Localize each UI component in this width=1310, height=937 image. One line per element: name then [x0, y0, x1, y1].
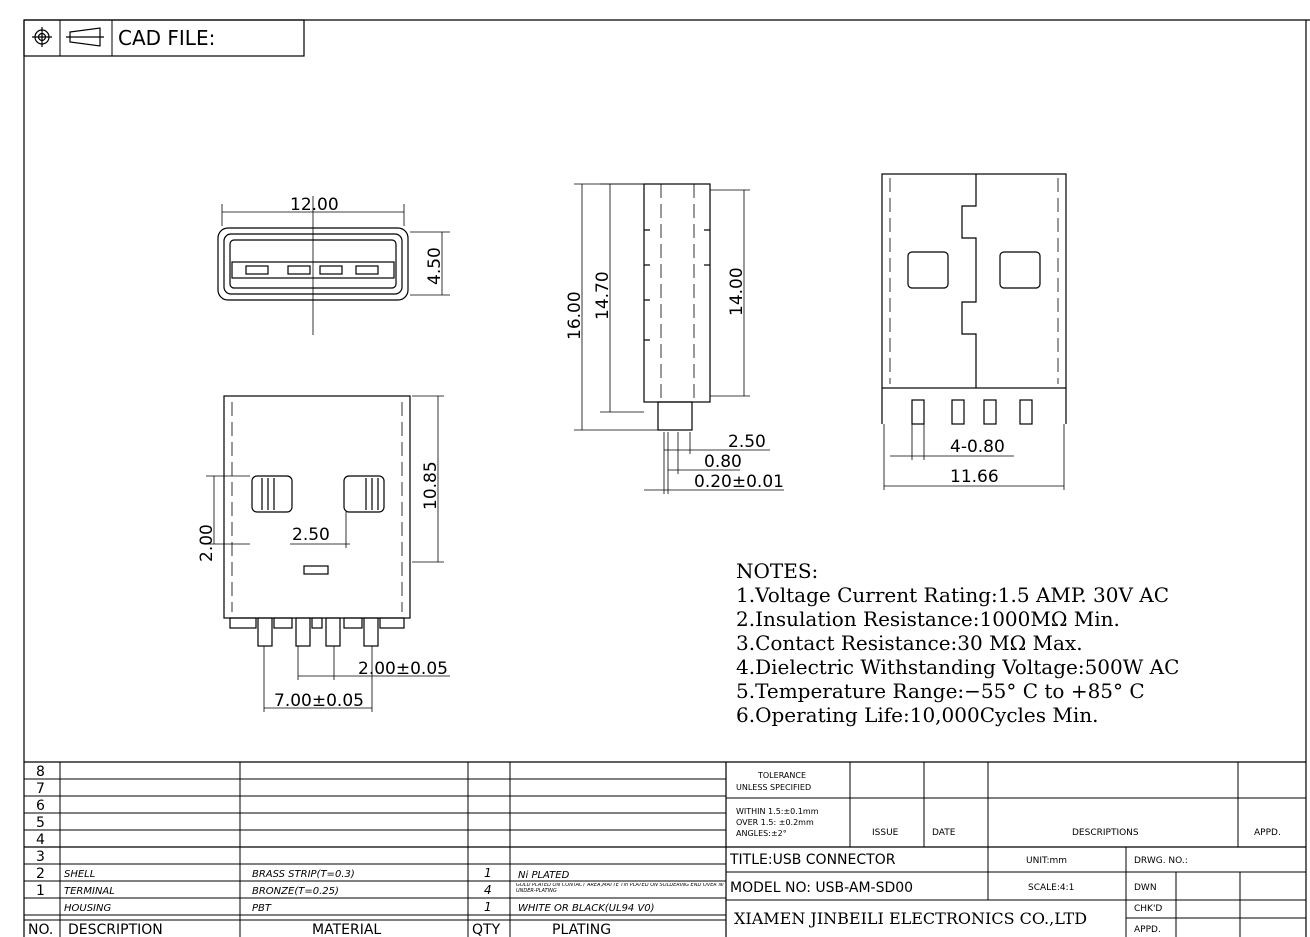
bom-material: BRONZE(T=0.25) — [252, 886, 339, 897]
scale-label: SCALE:4:1 — [1028, 883, 1074, 893]
tolerance-angles: ANGLES:±2° — [736, 829, 787, 838]
top-view — [206, 395, 450, 712]
bom-description: SHELL — [64, 869, 95, 880]
bom-qty: 1 — [484, 900, 492, 914]
tolerance-label: UNLESS SPECIFIED — [736, 783, 811, 792]
bom-no: 3 — [36, 849, 45, 865]
cad-file-header: CAD FILE: — [23, 19, 305, 57]
note-item: 2.Insulation Resistance:1000MΩ Min. — [736, 607, 1120, 631]
bom-material: PBT — [252, 903, 272, 914]
chkd-label: CHK'D — [1134, 904, 1162, 914]
pin-span-dimension: 7.00±0.05 — [274, 691, 364, 711]
top-height-dimension: 10.85 — [421, 461, 441, 510]
crosshair-circle-icon — [32, 27, 52, 47]
bom-header-qty: QTY — [472, 922, 501, 937]
drawing-number-label: DRWG. NO.: — [1134, 856, 1188, 866]
bom-header-description: DESCRIPTION — [68, 922, 163, 937]
side-shell-dimension: 14.00 — [727, 267, 747, 316]
notes-title: NOTES: — [736, 559, 818, 583]
note-item: 5.Temperature Range:−55° C to +85° C — [736, 679, 1145, 703]
notes-block: NOTES: 1.Voltage Current Rating:1.5 AMP.… — [736, 559, 1179, 727]
bom-no: 5 — [36, 815, 45, 831]
front-height-dimension: 4.50 — [425, 247, 445, 285]
unit-label: UNIT:mm — [1026, 856, 1067, 866]
bom-no: 4 — [36, 832, 45, 848]
descriptions-header: DESCRIPTIONS — [1072, 828, 1139, 838]
bom-no: 2 — [36, 866, 45, 882]
bom-rows: 8 7 6 5 4 3 2 1 SHELL TERMINAL HOUSING B… — [28, 764, 724, 937]
tolerance-label: TOLERANCE — [757, 771, 806, 780]
bom-header-plating: PLATING — [552, 922, 611, 937]
tolerance-over: OVER 1.5: ±0.2mm — [736, 818, 814, 827]
model-number: MODEL NO: USB-AM-SD00 — [730, 880, 913, 896]
right-view — [881, 173, 1067, 490]
date-header: DATE — [932, 828, 956, 838]
dwn-label: DWN — [1134, 883, 1157, 893]
side-pin-thickness-dimension: 0.20±0.01 — [694, 472, 784, 492]
bom-description: TERMINAL — [64, 886, 115, 897]
note-item: 4.Dielectric Withstanding Voltage:500W A… — [736, 655, 1179, 679]
drawing-border — [23, 19, 1310, 937]
side-pin-width-dimension: 0.80 — [704, 452, 742, 472]
bom-no: 7 — [36, 781, 45, 797]
bom-no: 1 — [36, 883, 45, 899]
side-tail-dimension: 2.50 — [728, 432, 766, 452]
bom-description: HOUSING — [64, 903, 111, 914]
bom-header-material: MATERIAL — [312, 922, 381, 937]
front-width-dimension: 12.00 — [290, 195, 339, 215]
side-body-dimension: 14.70 — [593, 271, 613, 320]
top-window-height-dimension: 2.00 — [197, 524, 217, 562]
top-window-gap-dimension: 2.50 — [292, 525, 330, 545]
cad-file-label: CAD FILE: — [118, 26, 215, 50]
title-block — [726, 762, 1306, 937]
front-view — [217, 196, 450, 335]
note-item: 6.Operating Life:10,000Cycles Min. — [736, 703, 1098, 727]
drawing-title: TITLE:USB CONNECTOR — [729, 852, 896, 868]
bom-no: 8 — [36, 764, 45, 780]
side-view — [574, 183, 784, 494]
bom-no: 6 — [36, 798, 45, 814]
pin-pitch-dimension: 2.00±0.05 — [358, 659, 448, 679]
bom-qty: 4 — [484, 883, 492, 897]
bom-plating: WHITE OR BLACK(UL94 V0) — [518, 903, 655, 914]
right-total-width-dimension: 11.66 — [950, 467, 999, 487]
right-pin-pitch-dimension: 4-0.80 — [950, 437, 1005, 457]
note-item: 1.Voltage Current Rating:1.5 AMP. 30V AC — [736, 583, 1169, 607]
bom-plating: Ni PLATED — [518, 870, 570, 881]
third-angle-projection-icon — [66, 27, 104, 47]
tolerance-within: WITHIN 1.5:±0.1mm — [736, 807, 819, 816]
issue-header: ISSUE — [872, 828, 899, 838]
appd-label: APPD. — [1134, 925, 1161, 935]
appd-header: APPD. — [1254, 828, 1281, 838]
bom-material: BRASS STRIP(T=0.3) — [252, 869, 355, 880]
note-item: 3.Contact Resistance:30 MΩ Max. — [736, 631, 1083, 655]
side-total-dimension: 16.00 — [565, 291, 585, 340]
bom-qty: 1 — [484, 866, 492, 880]
bom-table — [24, 761, 1306, 937]
bom-plating: GOLD PLATED ON CONTACT AREA,MATTE Tin PL… — [516, 883, 724, 894]
title-block-text: TOLERANCE UNLESS SPECIFIED WITHIN 1.5:±0… — [729, 771, 1281, 935]
company-name: XIAMEN JINBEILI ELECTRONICS CO.,LTD — [734, 909, 1087, 928]
bom-header-no: NO. — [28, 922, 53, 937]
